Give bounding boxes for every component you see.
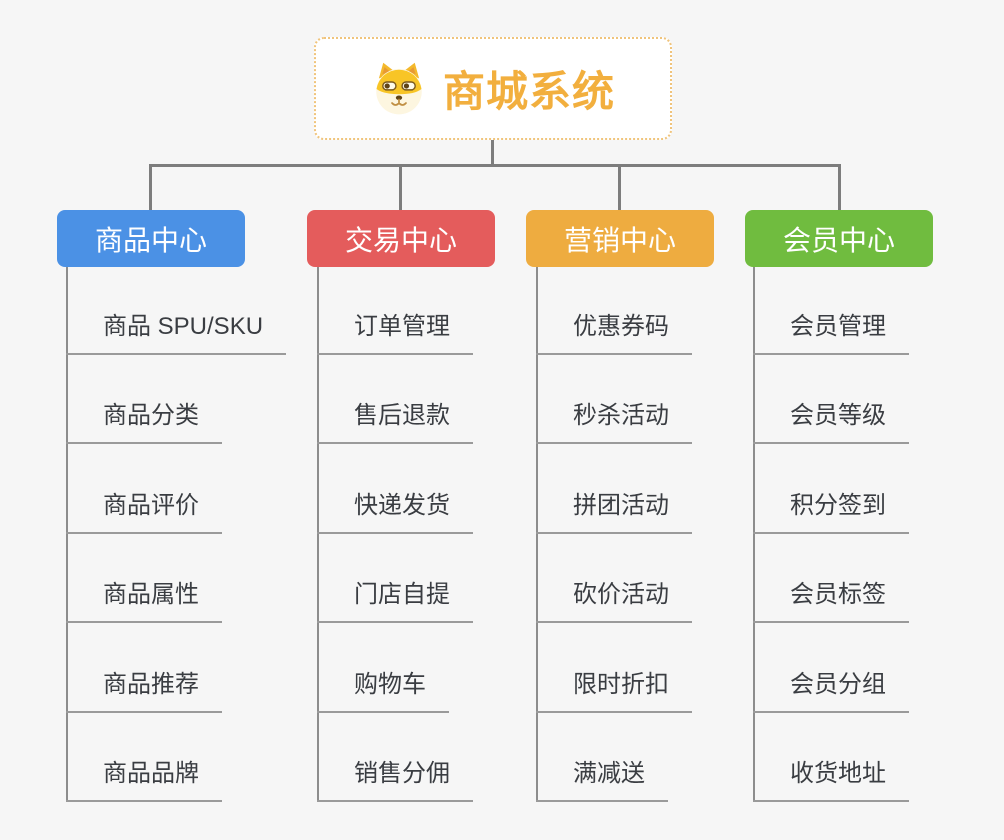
leaf-node[interactable]: 积分签到 [753,486,909,534]
leaf-node[interactable]: 销售分佣 [317,754,473,802]
branch-column-products: 商品 SPU/SKU 商品分类 商品评价 商品属性 商品推荐 商品品牌 [66,267,316,802]
branch-header-marketing[interactable]: 营销中心 [526,210,714,267]
leaf-node[interactable]: 限时折扣 [536,665,692,713]
leaf-node[interactable]: 商品属性 [66,575,222,623]
root-title: 商城系统 [442,68,615,115]
leaf-node[interactable]: 会员标签 [753,575,909,623]
leaf-node[interactable]: 商品 SPU/SKU [66,307,287,355]
connector-drop-members [838,166,841,211]
leaf-node[interactable]: 优惠券码 [536,307,692,355]
leaf-node[interactable]: 售后退款 [317,396,473,444]
connector-drop-marketing [618,166,621,211]
leaf-node[interactable]: 会员管理 [753,307,909,355]
leaf-node[interactable]: 会员分组 [753,665,909,713]
leaf-node[interactable]: 购物车 [317,665,449,713]
doge-icon [371,61,427,117]
leaf-node[interactable]: 满减送 [536,754,668,802]
leaf-node[interactable]: 门店自提 [317,575,473,623]
root-node[interactable]: 商城系统 [314,37,672,140]
leaf-node[interactable]: 收货地址 [753,754,909,802]
connector-drop-products [149,166,152,211]
leaf-node[interactable]: 会员等级 [753,396,909,444]
leaf-node[interactable]: 商品推荐 [66,665,222,713]
connector-drop-trade [399,166,402,211]
leaf-node[interactable]: 商品分类 [66,396,222,444]
leaf-node[interactable]: 砍价活动 [536,575,692,623]
connector-horizontal-bar [149,164,841,167]
leaf-node[interactable]: 秒杀活动 [536,396,692,444]
leaf-node[interactable]: 快递发货 [317,486,473,534]
branch-header-products[interactable]: 商品中心 [57,210,245,267]
branch-header-members[interactable]: 会员中心 [745,210,933,267]
leaf-node[interactable]: 拼团活动 [536,486,692,534]
leaf-node[interactable]: 商品评价 [66,486,222,534]
branch-column-marketing: 优惠券码 秒杀活动 拼团活动 砍价活动 限时折扣 满减送 [536,267,786,802]
branch-column-members: 会员管理 会员等级 积分签到 会员标签 会员分组 收货地址 [753,267,1003,802]
leaf-node[interactable]: 订单管理 [317,307,473,355]
connector-root-stub [491,140,494,166]
branch-header-trade[interactable]: 交易中心 [307,210,495,267]
leaf-node[interactable]: 商品品牌 [66,754,222,802]
branch-column-trade: 订单管理 售后退款 快递发货 门店自提 购物车 销售分佣 [317,267,567,802]
